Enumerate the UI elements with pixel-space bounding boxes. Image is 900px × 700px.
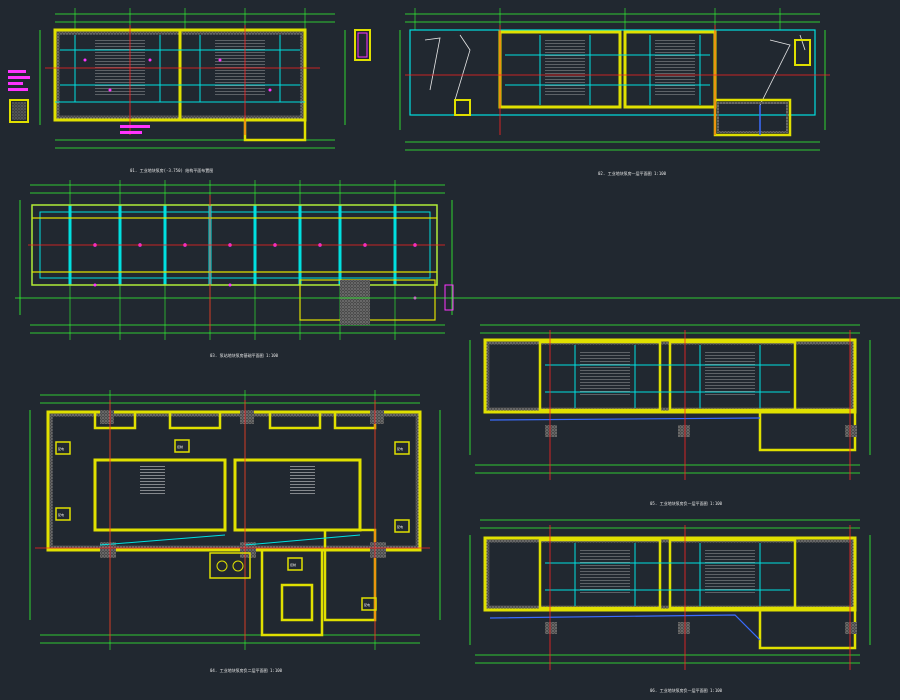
tag-elec4: 配电 (397, 446, 403, 451)
tag-elec5: 配电 (397, 524, 403, 529)
plan-05-basement-1: 05. 工业地块泵房负一层平面图 1:100 (469, 324, 871, 506)
plan-01-title: 01. 工业地块泵房(-3.750) 结构平面布置图 (130, 167, 213, 173)
plan-04-title: 04. 工业地块泵房负二层平面图 1:100 (210, 667, 283, 673)
plan-04-basement-2: 配电 配电 控制 配电 配电 控制 配电 04. 工业地块泵房负二层平面图 1:… (29, 390, 441, 673)
plan-06-basement-1-alt: 06. 工业地块泵房负一层平面图 1:100 (469, 519, 871, 693)
tag-elec1: 配电 (58, 446, 64, 451)
plan-06-title: 06. 工业地块泵房负一层平面图 1:100 (650, 687, 723, 693)
tag-elec3: 控制 (177, 444, 183, 449)
plan-01-pump-room-structure: 01. 工业地块泵房(-3.750) 结构平面布置图 (8, 8, 371, 173)
plan-05-title: 05. 工业地块泵房负一层平面图 1:100 (650, 500, 723, 506)
equipment-tags: 配电 配电 控制 配电 配电 控制 配电 (55, 439, 410, 611)
plan-02-title: 02. 工业地块泵房一层平面图 1:100 (598, 170, 667, 176)
tag-elec6: 控制 (290, 562, 296, 567)
plan-02-ground-floor: 02. 工业地块泵房一层平面图 1:100 (399, 8, 830, 176)
plan-03-foundation: 03. 泵站地块泵房基础平面图 1:100 (15, 180, 900, 358)
plan-03-title: 03. 泵站地块泵房基础平面图 1:100 (210, 352, 279, 358)
tag-elec2: 配电 (58, 512, 64, 517)
tag-elec7: 配电 (364, 602, 370, 607)
